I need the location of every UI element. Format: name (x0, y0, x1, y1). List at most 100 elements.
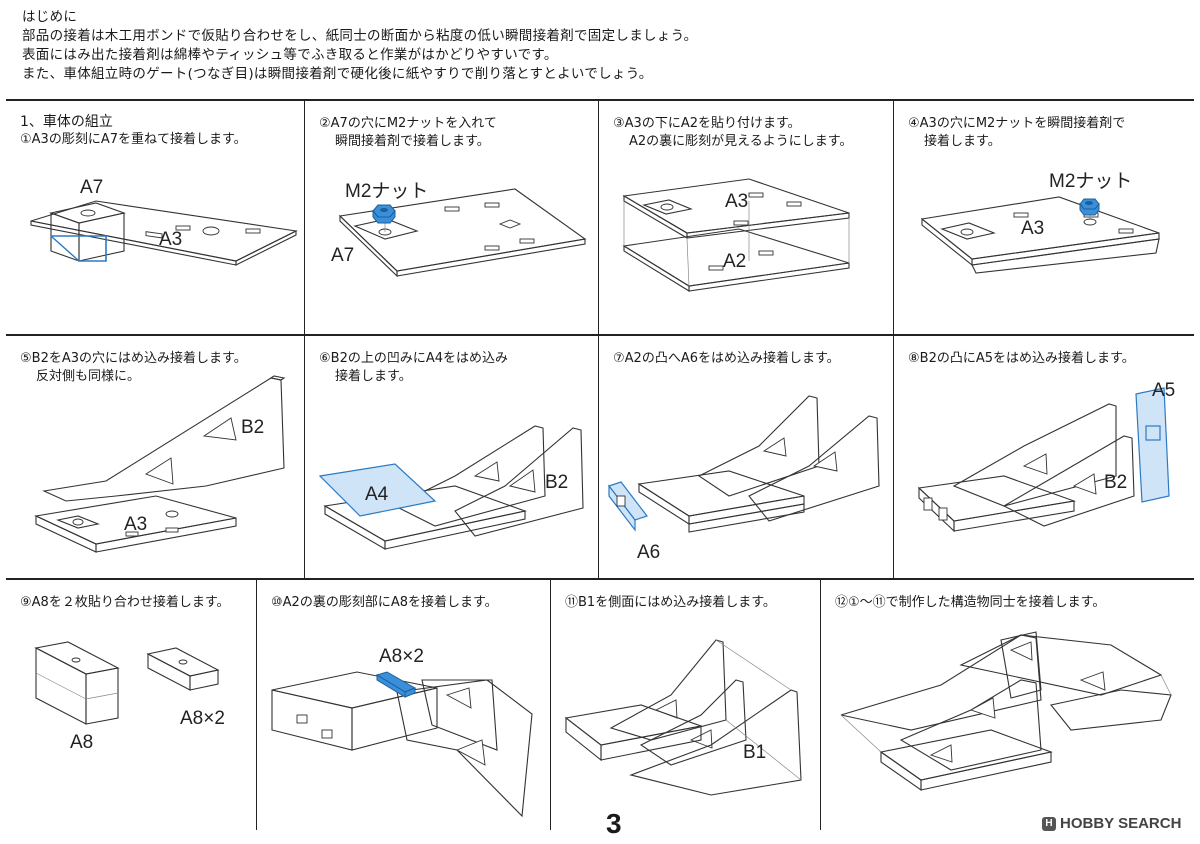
step-panel-1: 1、車体の組立 ①A3の彫刻にA7を重ねて接着します。 A7 A3 (6, 101, 304, 334)
step-illustration: M2ナット A7 (331, 181, 587, 278)
step-number: ⑪ (565, 595, 579, 610)
step-instruction: 接着します。 (924, 134, 1001, 149)
grid-line-col (304, 100, 305, 578)
step-instruction: A3の彫刻にA7を重ねて接着します。 (31, 132, 247, 147)
intro-line-2: 表面にはみ出た接着剤は綿棒やティッシュ等でふき取ると作業がはかどりやすいです。 (22, 47, 558, 63)
step-instruction: ①〜⑪で制作した構造物同士を接着します。 (848, 595, 1106, 610)
step-text: ⑥B2の上の凹みにA4をはめ込み 接着します。 (319, 350, 508, 386)
step-text: ⑫①〜⑪で制作した構造物同士を接着します。 (835, 594, 1105, 612)
intro-block: はじめに 部品の接着は木工用ボンドで仮貼り合わせをし、紙同士の断面から粘度の低い… (22, 8, 1182, 84)
step-number: ⑤ (20, 351, 32, 366)
part-label: A8×2 (180, 708, 225, 729)
part-label: M2ナット (345, 181, 428, 202)
step-instruction: B2をA3の穴にはめ込み接着します。 (31, 351, 247, 366)
step-panel-8: ⑧B2の凸にA5をはめ込み接着します。 A5 B2 (894, 336, 1194, 578)
step-number: ⑩ (271, 595, 283, 610)
part-label: B2 (241, 417, 264, 438)
step-illustration: M2ナット A3 (920, 171, 1160, 274)
step-illustration: A6 (608, 395, 880, 563)
step-panel-10: ⑩A2の裏の彫刻部にA8を接着します。 A8×2 (257, 580, 550, 830)
grid-line-row3 (6, 578, 1194, 580)
step-panel-4: ④A3の穴にM2ナットを瞬間接着剤で 接着します。 M2ナット A3 (894, 101, 1194, 334)
grid-line-col (598, 100, 599, 578)
step-text: ②A7の穴にM2ナットを入れて 瞬間接着剤で接着します。 (319, 115, 497, 151)
step-instruction: 瞬間接着剤で接着します。 (335, 134, 490, 149)
step-instruction: B2の凸にA5をはめ込み接着します。 (919, 351, 1135, 366)
step-text: ⑩A2の裏の彫刻部にA8を接着します。 (271, 594, 498, 612)
intro-line-1: 部品の接着は木工用ボンドで仮貼り合わせをし、紙同士の断面から粘度の低い瞬間接着剤… (22, 28, 698, 44)
page-number: 3 (606, 808, 622, 839)
grid-line-col (550, 580, 551, 830)
step-illustration: A3 A2 (622, 178, 850, 292)
watermark-text: HOBBY SEARCH (1060, 815, 1182, 832)
step-illustration: A4 B2 (318, 425, 584, 550)
step-text: ③A3の下にA2を貼り付けます。 A2の裏に彫刻が見えるようにします。 (613, 115, 852, 151)
step-illustration: A7 A3 (30, 177, 298, 266)
grid-line-top (6, 99, 1194, 101)
part-label: A8×2 (379, 646, 424, 667)
part-label: A3 (124, 514, 147, 535)
step-illustration: A5 B2 (917, 380, 1175, 533)
part-label: A8 (70, 732, 93, 753)
step-text: ⑧B2の凸にA5をはめ込み接着します。 (908, 350, 1135, 368)
step-instruction: B2の上の凹みにA4をはめ込み (330, 351, 509, 366)
step-number: ④ (908, 116, 920, 131)
grid-line-col (820, 580, 821, 830)
part-label: A3 (1021, 218, 1044, 239)
step-illustration: B2 A3 (34, 375, 286, 553)
part-label: B1 (743, 742, 766, 763)
step-number: ⑫ (835, 595, 849, 610)
watermark: H HOBBY SEARCH (1042, 815, 1181, 832)
step-instruction: A2の凸へA6をはめ込み接着します。 (624, 351, 840, 366)
step-instruction: A2の裏に彫刻が見えるようにします。 (629, 134, 853, 149)
part-label: B2 (545, 472, 568, 493)
step-instruction: 反対側も同様に。 (36, 369, 141, 384)
step-number: ② (319, 116, 331, 131)
step-illustration: A8 A8×2 (34, 641, 225, 753)
part-label: A4 (365, 484, 389, 505)
section-title: 1、車体の組立 (20, 114, 113, 130)
step-text: ⑪B1を側面にはめ込み接着します。 (565, 594, 776, 612)
step-instruction: A2の裏の彫刻部にA8を接着します。 (282, 595, 498, 610)
step-instruction: A7の穴にM2ナットを入れて (330, 116, 497, 131)
step-panel-5: ⑤B2をA3の穴にはめ込み接着します。 反対側も同様に。 B2 A3 (6, 336, 304, 578)
step-instruction: B1を側面にはめ込み接着します。 (578, 595, 776, 610)
step-number: ① (20, 132, 32, 147)
step-instruction: A3の下にA2を貼り付けます。 (624, 116, 801, 131)
part-label: A7 (80, 177, 103, 198)
grid-line-row2 (6, 334, 1194, 336)
step-panel-2: ②A7の穴にM2ナットを入れて 瞬間接着剤で接着します。 M2ナット A7 (305, 101, 598, 334)
step-illustration (840, 631, 1172, 792)
grid-line-col (893, 100, 894, 578)
part-label: A6 (637, 542, 660, 563)
part-label: A2 (723, 251, 746, 272)
intro-line-3: また、車体組立時のゲート(つなぎ目)は瞬間接着剤で硬化後に紙やすりで削り落とすと… (22, 66, 653, 82)
part-label: A3 (725, 191, 748, 212)
step-text: ⑤B2をA3の穴にはめ込み接着します。 反対側も同様に。 (20, 350, 247, 386)
step-text: ④A3の穴にM2ナットを瞬間接着剤で 接着します。 (908, 115, 1125, 151)
part-label: A3 (159, 229, 182, 250)
step-instruction: A3の穴にM2ナットを瞬間接着剤で (919, 116, 1126, 131)
step-panel-9: ⑨A8を２枚貼り合わせ接着します。 A8 A8×2 (6, 580, 256, 830)
step-panel-11: ⑪B1を側面にはめ込み接着します。 B1 (551, 580, 820, 830)
part-label: A5 (1152, 380, 1175, 401)
step-number: ⑧ (908, 351, 920, 366)
grid-line-col (256, 580, 257, 830)
step-panel-6: ⑥B2の上の凹みにA4をはめ込み 接着します。 A4 B2 (305, 336, 598, 578)
step-number: ⑥ (319, 351, 331, 366)
step-text: ⑨A8を２枚貼り合わせ接着します。 (20, 594, 230, 612)
intro-heading: はじめに (22, 9, 78, 25)
part-label: A7 (331, 245, 354, 266)
step-panel-12: ⑫①〜⑪で制作した構造物同士を接着します。 (821, 580, 1194, 830)
step-panel-3: ③A3の下にA2を貼り付けます。 A2の裏に彫刻が見えるようにします。 A3 A… (599, 101, 893, 334)
step-panel-7: ⑦A2の凸へA6をはめ込み接着します。 A6 (599, 336, 893, 578)
watermark-logo: H (1042, 816, 1056, 831)
step-number: ⑦ (613, 351, 625, 366)
step-text: 1、車体の組立 ①A3の彫刻にA7を重ねて接着します。 (20, 113, 247, 149)
part-label: M2ナット (1049, 171, 1132, 192)
step-number: ⑨ (20, 595, 32, 610)
step-illustration: B1 (564, 639, 802, 796)
step-text: ⑦A2の凸へA6をはめ込み接着します。 (613, 350, 840, 368)
step-illustration: A8×2 (271, 646, 533, 818)
step-number: ③ (613, 116, 625, 131)
